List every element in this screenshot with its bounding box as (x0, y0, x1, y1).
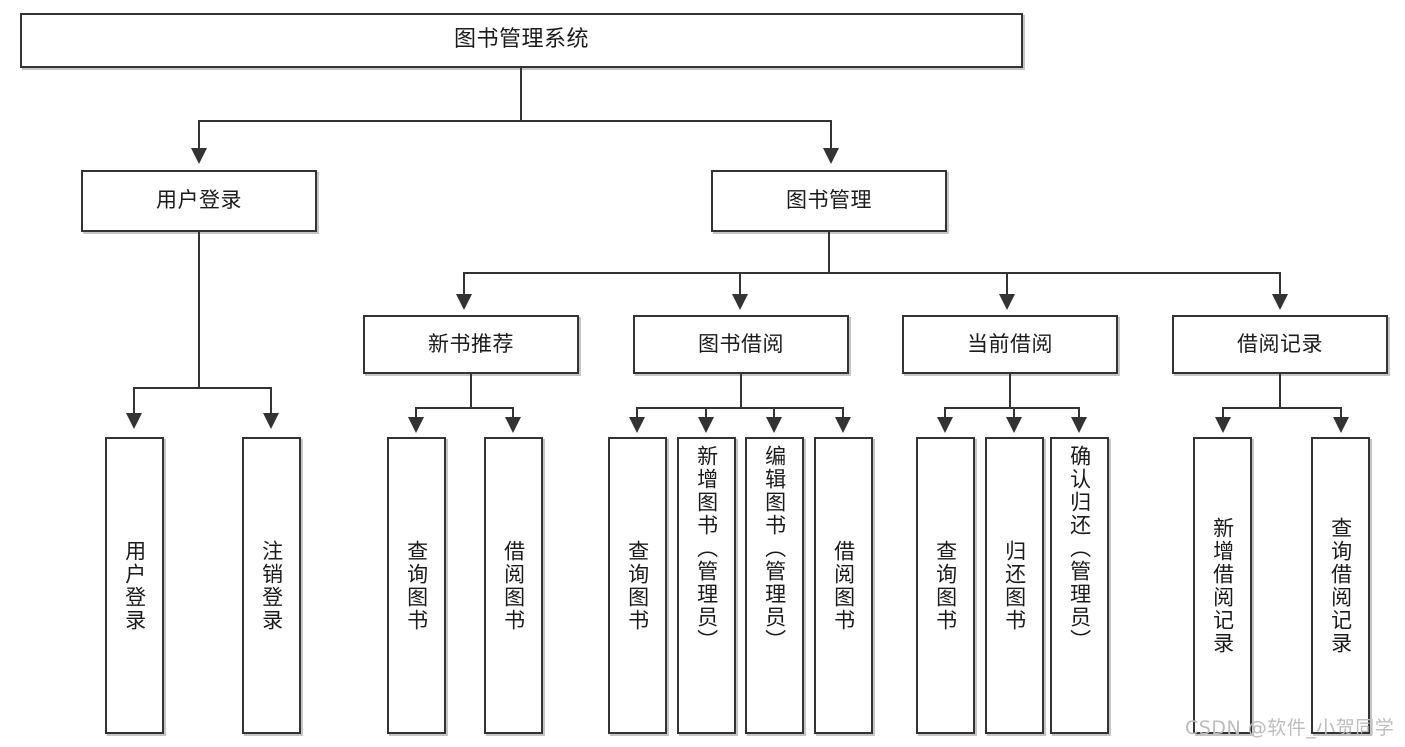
node-label: 借阅记录 (1237, 331, 1323, 356)
connector-user-login-to-leaf-2 (270, 387, 272, 415)
connector-current-borrow-bus (944, 407, 1079, 409)
leaf-user-login[interactable]: 用户登录 (105, 437, 164, 734)
leaf-return-book[interactable]: 归还图书 (985, 437, 1044, 734)
connector-user-login-bus (133, 387, 271, 389)
leaf-query-book-recommend[interactable]: 查询图书 (387, 437, 446, 734)
arrow-br-to-leaf-1 (1215, 417, 1231, 433)
connector-cb-to-leaf-3 (1078, 407, 1080, 419)
leaf-label: 查询图书 (933, 539, 958, 632)
connector-new-book-to-leaf-1 (415, 407, 417, 419)
arrow-cb-to-leaf-1 (937, 417, 953, 433)
node-label: 新书推荐 (428, 331, 514, 356)
arrow-root-to-book-management (823, 148, 839, 164)
leaf-label: 借阅图书 (831, 539, 856, 632)
leaf-label: 确认归还（管理员） (1067, 445, 1092, 652)
arrow-bm-to-book-borrow (732, 294, 748, 310)
connector-user-login-stem (198, 232, 200, 387)
arrow-bm-to-current-borrow (999, 294, 1015, 310)
connector-borrow-record-stem (1279, 374, 1281, 407)
node-new-book-recommend[interactable]: 新书推荐 (363, 315, 579, 374)
connector-bm-to-borrow-record (1279, 272, 1281, 296)
arrow-br-to-leaf-2 (1333, 417, 1349, 433)
connector-bb-to-leaf-3 (773, 407, 775, 419)
connector-book-borrow-bus (636, 407, 844, 409)
connector-root-bus (198, 120, 832, 122)
leaf-logout[interactable]: 注销登录 (242, 437, 301, 734)
connector-book-management-stem (828, 232, 830, 272)
arrow-bm-to-borrow-record (1272, 294, 1288, 310)
connector-br-to-leaf-2 (1340, 407, 1342, 419)
leaf-label: 新增借阅记录 (1210, 516, 1235, 655)
arrow-user-login-to-leaf-2 (263, 413, 279, 429)
leaf-label: 查询图书 (625, 539, 650, 632)
leaf-borrow-book-recommend[interactable]: 借阅图书 (484, 437, 543, 734)
connector-br-to-leaf-1 (1222, 407, 1224, 419)
connector-cb-to-leaf-1 (944, 407, 946, 419)
connector-new-book-bus (415, 407, 513, 409)
node-label: 图书管理 (786, 188, 872, 213)
arrow-cb-to-leaf-2 (1006, 417, 1022, 433)
connector-bb-to-leaf-4 (842, 407, 844, 419)
arrow-cb-to-leaf-3 (1071, 417, 1087, 433)
node-current-borrow[interactable]: 当前借阅 (902, 315, 1118, 374)
leaf-label: 查询借阅记录 (1328, 516, 1353, 655)
connector-root-to-book-management (830, 120, 832, 150)
leaf-add-book-admin[interactable]: 新增图书（管理员） (677, 437, 736, 734)
connector-new-book-stem (470, 374, 472, 407)
connector-current-borrow-stem (1009, 374, 1011, 407)
arrow-bm-to-new-book (456, 294, 472, 310)
node-user-login[interactable]: 用户登录 (81, 170, 317, 232)
arrow-bb-to-leaf-1 (629, 417, 645, 433)
leaf-label: 用户登录 (122, 539, 147, 632)
leaf-label: 查询图书 (404, 539, 429, 632)
node-label: 图书借阅 (698, 331, 784, 356)
arrow-bb-to-leaf-3 (766, 417, 782, 433)
connector-user-login-to-leaf-1 (133, 387, 135, 415)
connector-bm-to-book-borrow (739, 272, 741, 296)
arrow-root-to-user-login (191, 148, 207, 164)
connector-cb-to-leaf-2 (1013, 407, 1015, 419)
connector-root-stem (520, 68, 522, 120)
connector-bm-to-new-book (463, 272, 465, 296)
arrow-new-book-to-leaf-2 (505, 417, 521, 433)
leaf-confirm-return-admin[interactable]: 确认归还（管理员） (1050, 437, 1109, 734)
leaf-label: 注销登录 (259, 539, 284, 632)
node-root-book-management-system[interactable]: 图书管理系统 (20, 13, 1023, 68)
connector-bb-to-leaf-2 (705, 407, 707, 419)
leaf-label: 借阅图书 (501, 539, 526, 632)
node-label: 当前借阅 (967, 331, 1053, 356)
arrow-bb-to-leaf-4 (835, 417, 851, 433)
node-label: 图书管理系统 (453, 27, 589, 53)
arrow-bb-to-leaf-2 (698, 417, 714, 433)
leaf-query-book-current[interactable]: 查询图书 (916, 437, 975, 734)
node-borrow-record[interactable]: 借阅记录 (1172, 315, 1388, 374)
connector-borrow-record-bus (1222, 407, 1341, 409)
connector-book-management-bus (463, 272, 1281, 274)
node-label: 用户登录 (156, 188, 242, 213)
node-book-management[interactable]: 图书管理 (711, 170, 947, 232)
leaf-label: 归还图书 (1002, 539, 1027, 632)
node-book-borrow[interactable]: 图书借阅 (633, 315, 849, 374)
connector-new-book-to-leaf-2 (512, 407, 514, 419)
leaf-add-borrow-record[interactable]: 新增借阅记录 (1193, 437, 1252, 734)
leaf-query-borrow-record[interactable]: 查询借阅记录 (1311, 437, 1370, 734)
arrow-new-book-to-leaf-1 (408, 417, 424, 433)
leaf-query-book-borrow[interactable]: 查询图书 (608, 437, 667, 734)
connector-bm-to-current-borrow (1006, 272, 1008, 296)
leaf-label: 新增图书（管理员） (694, 445, 719, 652)
leaf-label: 编辑图书（管理员） (762, 445, 787, 652)
arrow-user-login-to-leaf-1 (126, 413, 142, 429)
connector-book-borrow-stem (740, 374, 742, 407)
leaf-borrow-book[interactable]: 借阅图书 (814, 437, 873, 734)
connector-root-to-user-login (198, 120, 200, 150)
leaf-edit-book-admin[interactable]: 编辑图书（管理员） (745, 437, 804, 734)
connector-bb-to-leaf-1 (636, 407, 638, 419)
